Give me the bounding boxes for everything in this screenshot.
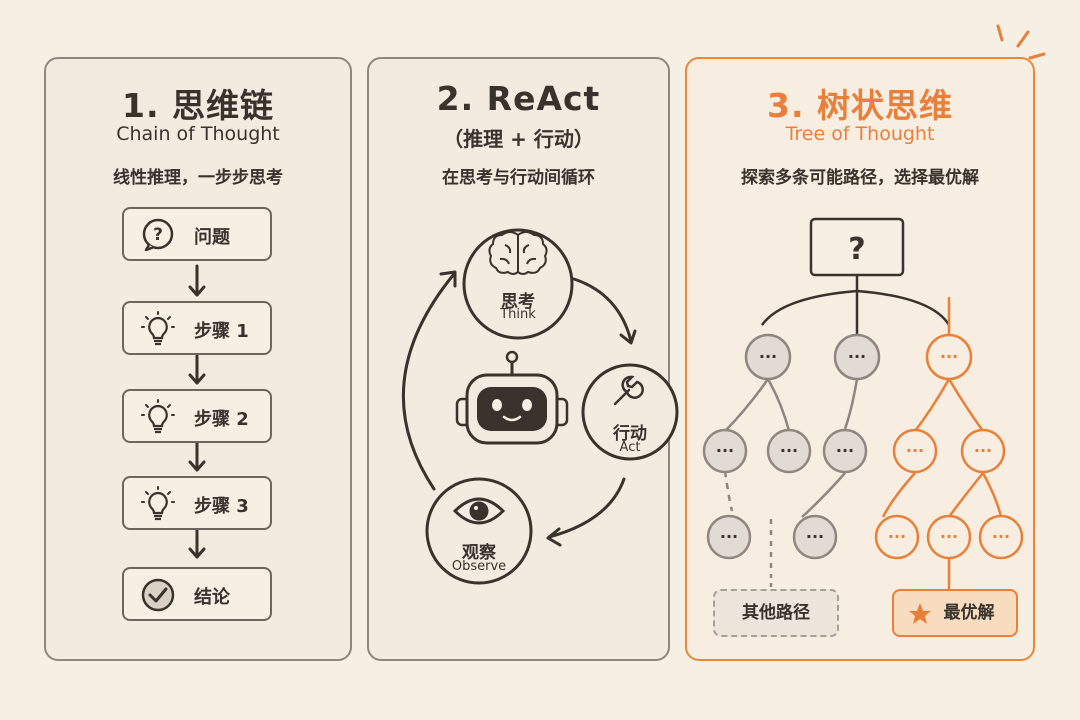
tree-node-best-path bbox=[926, 514, 972, 560]
panel-title: 1. 思维链 bbox=[122, 86, 274, 125]
question-bubble-icon: ? bbox=[142, 218, 174, 252]
robot-icon bbox=[455, 350, 569, 445]
tree-node-symbol: ··· bbox=[992, 527, 1010, 546]
think-sublabel: Think bbox=[500, 307, 536, 322]
tree-node-symbol: ··· bbox=[716, 441, 734, 460]
observe-sublabel: Observe bbox=[451, 559, 507, 574]
tree-node bbox=[792, 514, 838, 560]
observe-node bbox=[425, 477, 533, 585]
tree-node bbox=[833, 333, 881, 381]
step-conclusion: 结论 bbox=[122, 567, 272, 621]
tree-node bbox=[744, 333, 792, 381]
brain-icon bbox=[488, 231, 548, 275]
lightbulb-icon bbox=[141, 311, 175, 346]
panel-description: 线性推理，一步步思考 bbox=[113, 168, 283, 188]
act-label: 行动 bbox=[613, 424, 647, 444]
panel-description: 在思考与行动间循环 bbox=[442, 168, 595, 188]
react-panel: 2. ReAct （推理 + 行动） 在思考与行动间循环 bbox=[367, 57, 679, 661]
best-solution-box: 最优解 bbox=[892, 589, 1018, 637]
tree-node-best-path bbox=[892, 428, 938, 474]
tree-node-symbol: ··· bbox=[848, 347, 866, 366]
tree-node bbox=[822, 428, 868, 474]
panel-subtitle: （推理 + 行动） bbox=[443, 127, 594, 151]
tree-node-best-path bbox=[978, 514, 1024, 560]
tree-root-node bbox=[809, 217, 905, 277]
tree-node-symbol: ··· bbox=[780, 441, 798, 460]
cycle-arrow-think-to-act bbox=[572, 277, 633, 343]
cycle-diagram bbox=[401, 228, 679, 585]
panel-subtitle: Tree of Thought bbox=[785, 123, 935, 145]
other-paths-label: 其他路径 bbox=[742, 603, 810, 623]
svg-text:?: ? bbox=[153, 225, 163, 245]
tree-root-symbol: ? bbox=[848, 232, 865, 267]
checkmark-icon bbox=[141, 578, 175, 612]
tree-node-symbol: ··· bbox=[720, 527, 738, 546]
star-icon bbox=[909, 603, 931, 624]
eye-icon bbox=[452, 497, 506, 525]
step-label: 结论 bbox=[194, 587, 230, 608]
flow-arrows bbox=[188, 264, 206, 559]
tree-diagram: ? ··· ··· ··· ··· ··· ··· ··· ··· ··· ··· ··· ··· ··· bbox=[702, 217, 1024, 591]
other-paths-box: 其他路径 bbox=[713, 589, 839, 637]
step-label: 问题 bbox=[194, 227, 230, 248]
tree-node bbox=[702, 428, 748, 474]
tree-node-best-path bbox=[960, 428, 1006, 474]
tree-node-best-path bbox=[874, 514, 920, 560]
panel-description: 探索多条可能路径，选择最优解 bbox=[741, 168, 979, 188]
step-label: 步骤 2 bbox=[194, 409, 249, 430]
tree-node-symbol: ··· bbox=[940, 527, 958, 546]
step-2: 步骤 2 bbox=[122, 389, 272, 443]
tree-of-thought-panel: 3. 树状思维 Tree of Thought 探索多条可能路径，选择最优解 ?… bbox=[685, 57, 1035, 661]
cycle-arrow-observe-to-think bbox=[401, 272, 456, 491]
sparkle-icon bbox=[996, 24, 1046, 60]
tree-node-symbol: ··· bbox=[974, 441, 992, 460]
tree-node-symbol: ··· bbox=[906, 441, 924, 460]
tree-node-symbol: ··· bbox=[888, 527, 906, 546]
wrench-icon bbox=[613, 375, 644, 406]
panel-title: 2. ReAct bbox=[436, 79, 601, 118]
tree-node-symbol: ··· bbox=[940, 347, 958, 366]
tree-node bbox=[706, 514, 752, 560]
panel-title: 3. 树状思维 bbox=[767, 86, 953, 125]
act-node bbox=[581, 363, 679, 461]
think-label: 思考 bbox=[501, 292, 535, 312]
chain-of-thought-panel: 1. 思维链 Chain of Thought 线性推理，一步步思考 ? 问题 … bbox=[44, 57, 352, 661]
panel-subtitle: Chain of Thought bbox=[116, 123, 280, 145]
step-question: ? 问题 bbox=[122, 207, 272, 261]
lightbulb-icon bbox=[141, 486, 175, 521]
lightbulb-icon bbox=[141, 399, 175, 434]
cycle-arrow-act-to-observe bbox=[547, 477, 626, 539]
tree-node-symbol: ··· bbox=[836, 441, 854, 460]
tree-node bbox=[766, 428, 812, 474]
tree-node-best-path bbox=[925, 333, 973, 381]
step-1: 步骤 1 bbox=[122, 301, 272, 355]
step-3: 步骤 3 bbox=[122, 476, 272, 530]
act-sublabel: Act bbox=[619, 440, 641, 455]
tree-node-symbol: ··· bbox=[806, 527, 824, 546]
observe-label: 观察 bbox=[462, 543, 496, 563]
step-label: 步骤 3 bbox=[194, 496, 249, 517]
step-label: 步骤 1 bbox=[194, 321, 249, 342]
tree-node-symbol: ··· bbox=[759, 347, 777, 366]
best-solution-label: 最优解 bbox=[943, 603, 995, 623]
